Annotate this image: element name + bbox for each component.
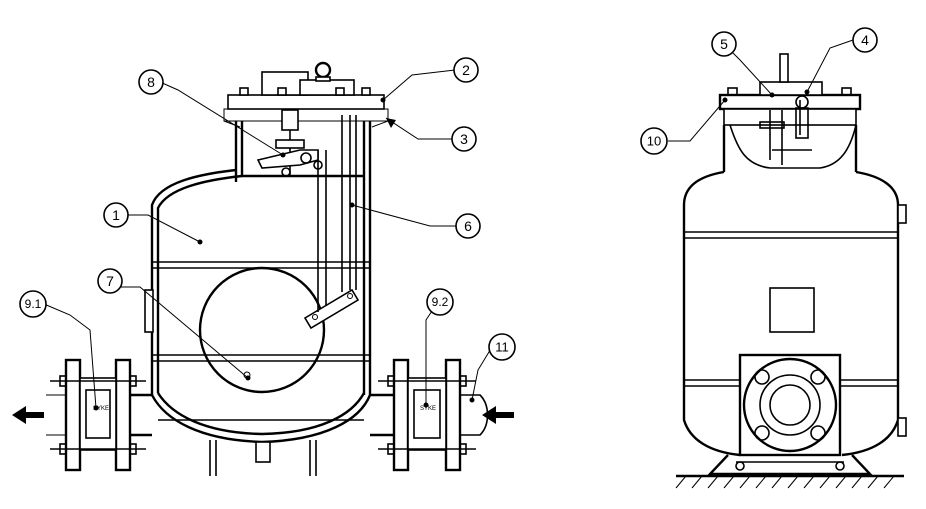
callout-5: 5 xyxy=(711,31,737,57)
callout-4-label: 4 xyxy=(861,32,869,48)
callout-7: 7 xyxy=(97,268,123,294)
leader-dots xyxy=(93,89,810,411)
svg-text:SYKE: SYKE xyxy=(420,406,436,412)
callout-9-1-label: 9.1 xyxy=(25,297,42,311)
callout-9-2: 9.2 xyxy=(426,288,454,316)
callout-8: 8 xyxy=(138,69,164,95)
callout-10-label: 10 xyxy=(647,134,661,149)
callout-6-label: 6 xyxy=(464,218,472,234)
nameplate xyxy=(769,287,815,333)
callout-11-label: 11 xyxy=(495,340,509,355)
svg-text:SYKE: SYKE xyxy=(93,406,109,412)
callout-4: 4 xyxy=(852,27,878,53)
callout-3: 3 xyxy=(451,126,477,152)
callout-10: 10 xyxy=(640,127,668,155)
callout-11: 11 xyxy=(488,333,516,361)
float-lever xyxy=(303,288,360,330)
cover-gasket xyxy=(223,108,389,122)
callout-1-label: 1 xyxy=(112,207,120,223)
valve-mechanism xyxy=(256,109,323,177)
callout-9-2-label: 9.2 xyxy=(432,295,449,309)
callout-3-label: 3 xyxy=(460,131,468,147)
callout-5-label: 5 xyxy=(720,36,728,52)
callout-2: 2 xyxy=(453,57,479,83)
exterior-view xyxy=(675,53,907,489)
callout-bubbles: 1 2 3 4 5 6 7 8 xyxy=(19,27,878,361)
callout-8-label: 8 xyxy=(147,74,155,90)
lifting-eye xyxy=(314,61,332,79)
arrow-left-icon xyxy=(12,406,44,424)
callout-1: 1 xyxy=(103,202,129,228)
callout-6: 6 xyxy=(455,213,481,239)
cover-flange xyxy=(227,94,385,110)
callout-2-label: 2 xyxy=(462,62,470,78)
float-ball xyxy=(198,266,326,394)
section-view: SYKE SYKE xyxy=(12,61,514,476)
arrow-left-icon xyxy=(482,406,514,424)
callout-7-label: 7 xyxy=(106,273,114,289)
callout-9-1: 9.1 xyxy=(19,290,47,318)
vessel-shell xyxy=(150,168,237,395)
